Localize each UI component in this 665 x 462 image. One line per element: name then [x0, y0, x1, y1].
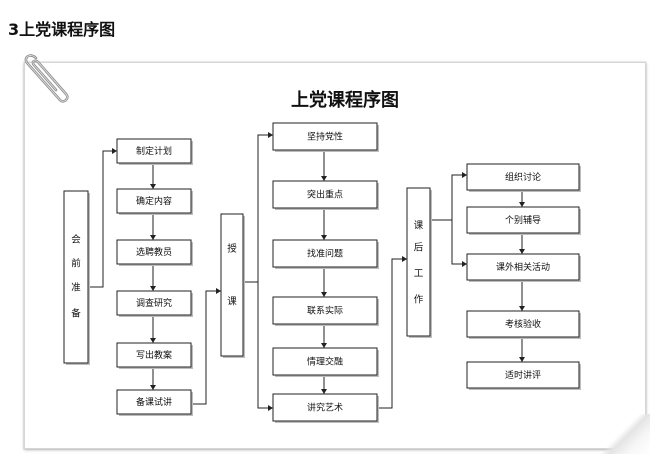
page-curl: [598, 414, 650, 454]
prep-step: 制定计划: [116, 138, 193, 165]
teach-step-label: 坚持党性: [307, 131, 343, 143]
arrow-right-icon: [268, 405, 273, 411]
prep-phase-box-char: 备: [71, 308, 81, 320]
arrow-down-icon: [321, 292, 327, 297]
teach-phase-box-char: 课: [227, 297, 237, 308]
prep-step-label: 确定内容: [136, 195, 172, 207]
after-phase-box-char: 作: [414, 294, 424, 306]
prep-phase-box-char: 会: [71, 234, 81, 246]
after-step: 组织讨论: [466, 163, 581, 192]
after-step-label: 适时讲评: [505, 369, 541, 381]
arrow-down-icon: [321, 343, 327, 348]
teach-step: 情理交融: [272, 347, 379, 377]
connector-line: [451, 220, 467, 265]
arrow-right-icon: [462, 172, 467, 178]
after-step-label: 组织讨论: [505, 171, 541, 183]
arrow-down-icon: [150, 286, 156, 291]
connectors: [88, 132, 525, 411]
prep-step-label: 调查研究: [136, 297, 172, 309]
teach-step-label: 突出重点: [307, 189, 343, 201]
connector-line: [88, 150, 117, 288]
arrow-right-icon: [268, 132, 273, 138]
teach-step: 突出重点: [272, 180, 379, 210]
connector-line: [191, 290, 221, 405]
prep-step: 选聘教员: [116, 239, 193, 266]
after-step: 考核验收: [466, 310, 581, 339]
prep-phase-box-char: 前: [71, 258, 81, 270]
arrow-down-icon: [519, 357, 525, 362]
arrow-right-icon: [112, 148, 117, 154]
connector-line: [430, 174, 467, 221]
after-phase-box-char: 课: [414, 221, 424, 232]
prep-step: 调查研究: [116, 290, 193, 317]
prep-step-label: 备课试讲: [136, 396, 172, 408]
section-heading: 3上党课程序图: [8, 20, 116, 39]
after-phase-box-char: 后: [414, 243, 424, 254]
after-step: 适时讲评: [466, 361, 581, 390]
teach-step-label: 找准问题: [307, 248, 343, 260]
teach-step-label: 联系实际: [307, 305, 343, 317]
connector-line: [377, 258, 407, 409]
prep-step: 写出教案: [116, 342, 193, 369]
teach-step: 坚持党性: [272, 122, 379, 152]
arrow-down-icon: [150, 235, 156, 240]
arrow-down-icon: [519, 306, 525, 311]
teach-step: 联系实际: [272, 296, 379, 326]
teach-phase-box-char: 授: [227, 243, 237, 255]
arrow-down-icon: [321, 235, 327, 240]
arrow-down-icon: [519, 202, 525, 207]
arrow-down-icon: [150, 338, 156, 343]
paperclip-icon: [24, 54, 69, 103]
teach-phase-box: 授课: [220, 213, 245, 358]
arrow-down-icon: [519, 249, 525, 254]
arrow-right-icon: [216, 288, 221, 294]
arrow-down-icon: [321, 176, 327, 181]
arrow-down-icon: [321, 389, 327, 394]
after-phase-box-char: 工: [414, 269, 424, 280]
after-step: 个别辅导: [466, 206, 581, 235]
diagram-title: 上党课程序图: [291, 89, 399, 111]
prep-step: 确定内容: [116, 188, 193, 215]
arrow-right-icon: [402, 256, 407, 262]
arrow-down-icon: [150, 184, 156, 189]
prep-step: 备课试讲: [116, 389, 193, 416]
after-step: 课外相关活动: [466, 253, 581, 282]
prep-step-label: 写出教案: [136, 349, 172, 361]
prep-step-label: 制定计划: [136, 145, 172, 157]
arrow-down-icon: [150, 385, 156, 390]
arrow-right-icon: [462, 261, 467, 267]
teach-step: 找准问题: [272, 239, 379, 269]
nodes: 会前准备制定计划确定内容选聘教员调查研究写出教案备课试讲授课坚持党性突出重点找准…: [63, 122, 581, 423]
connector-line: [243, 134, 273, 283]
prep-step-label: 选聘教员: [136, 246, 172, 258]
after-step-label: 个别辅导: [505, 214, 541, 226]
teach-step-label: 讲究艺术: [307, 402, 343, 414]
prep-phase-box-char: 准: [71, 283, 81, 294]
after-step-label: 考核验收: [505, 318, 541, 330]
after-step-label: 课外相关活动: [496, 261, 550, 273]
teach-step: 讲究艺术: [272, 393, 379, 423]
connector-line: [257, 282, 273, 409]
teach-step-label: 情理交融: [307, 356, 343, 368]
